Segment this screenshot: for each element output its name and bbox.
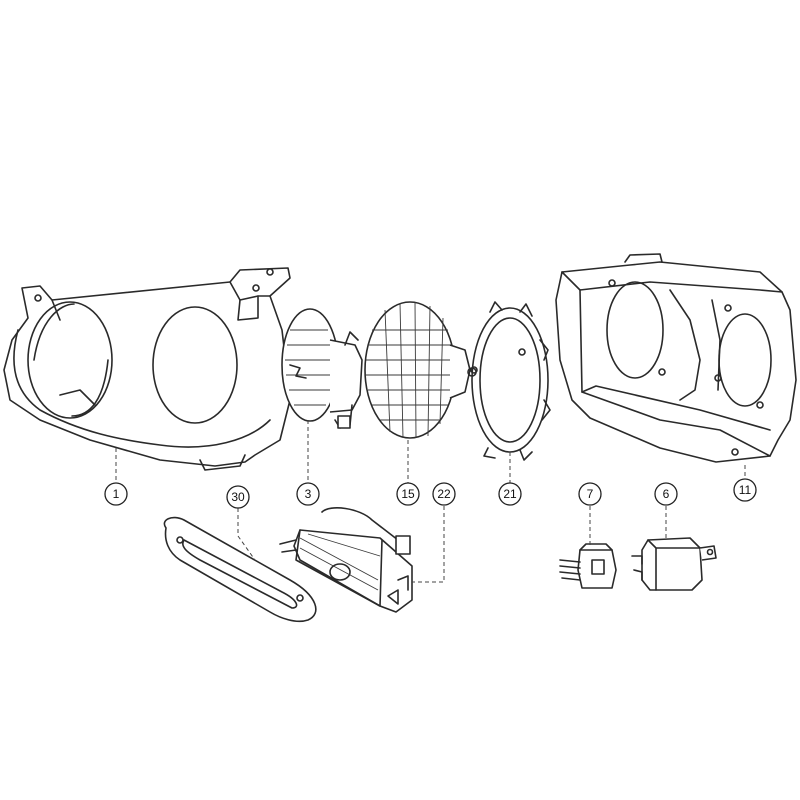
callout-6: 6 xyxy=(654,482,678,506)
headlamp-bezel-part xyxy=(3,267,291,471)
callout-label: 15 xyxy=(401,487,415,501)
callout-label: 30 xyxy=(231,490,245,504)
callout-7: 7 xyxy=(578,482,602,506)
callout-label: 11 xyxy=(739,483,752,497)
callout-label: 21 xyxy=(503,487,517,501)
leader-lines xyxy=(115,420,746,583)
callout-22: 22 xyxy=(432,482,456,506)
callout-label: 22 xyxy=(437,487,451,501)
relay-part xyxy=(631,537,717,591)
headlamp-housing-part xyxy=(555,253,797,463)
sealed-lens-part xyxy=(281,308,363,429)
callout-label: 7 xyxy=(587,487,594,501)
callout-3: 3 xyxy=(296,482,320,506)
callout-label: 3 xyxy=(305,487,312,501)
turn-lamp-bezel-part xyxy=(163,516,317,623)
retaining-ring-part xyxy=(470,301,551,461)
callout-11: 11 xyxy=(733,478,757,502)
sealed-beam-part xyxy=(364,301,477,439)
callout-30: 30 xyxy=(226,485,250,509)
callout-21: 21 xyxy=(498,482,522,506)
callout-1: 1 xyxy=(104,482,128,506)
callout-label: 6 xyxy=(663,487,670,501)
socket-connector-part xyxy=(559,543,617,589)
callout-label: 1 xyxy=(113,487,120,501)
callout-15: 15 xyxy=(396,482,420,506)
turn-lamp-part xyxy=(279,507,413,613)
